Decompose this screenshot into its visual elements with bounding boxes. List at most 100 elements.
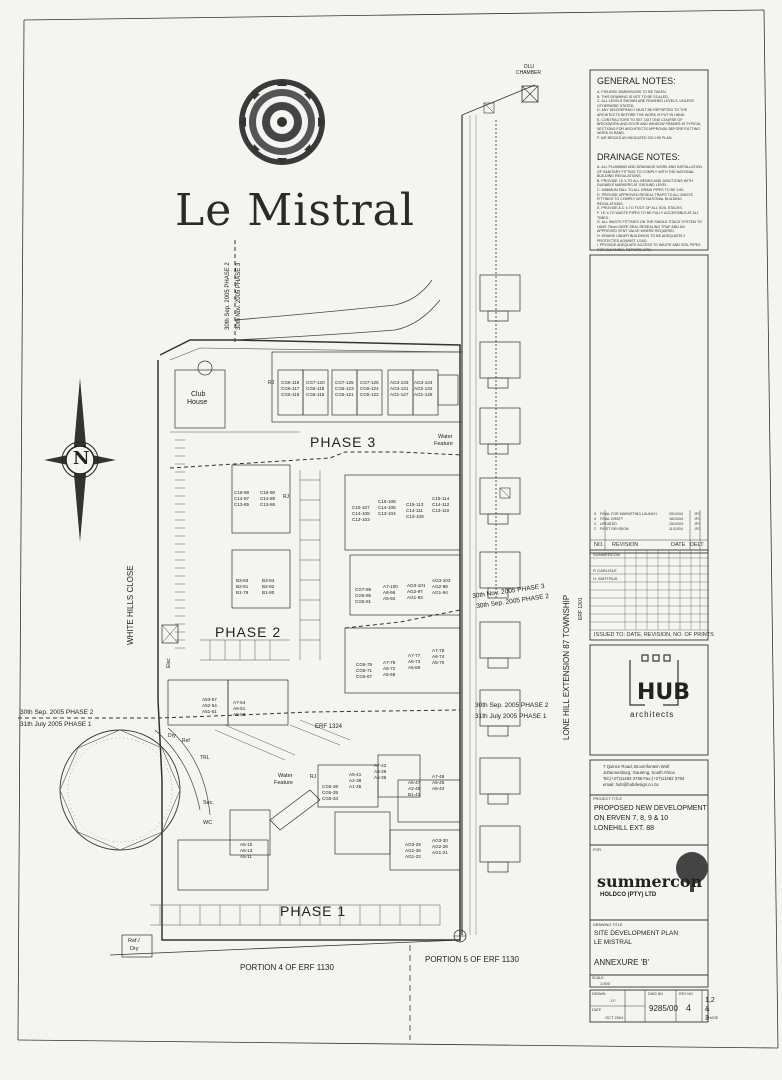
sec-label: Sec.	[203, 800, 215, 806]
project-line-3: LONEHILL EXT. 88	[594, 825, 655, 832]
architect-address: 7 Quince Road, Broomfontein Wolf Johanne…	[603, 764, 685, 787]
issue-row-3: H. WATTRUS	[593, 576, 618, 581]
date-label: DATE	[592, 1008, 602, 1012]
water-feature-top-1: Water	[438, 434, 453, 440]
drawn-label: DRAWN	[592, 992, 606, 996]
architect-logo-text: HUB	[637, 680, 691, 705]
wc-label: WC	[203, 820, 213, 826]
le-mistral-emblem	[239, 79, 325, 165]
scale-label: SCALE	[592, 976, 604, 980]
phase-3-label: PHASE 3	[310, 434, 377, 450]
drawn-value: J.F.	[610, 998, 617, 1003]
drainage-notes-list: A. ALL PLUMBING AND DRAINAGE WORK AND IN…	[597, 165, 702, 252]
ref-dry-label-2: Dry	[130, 946, 139, 952]
general-notes-heading: GENERAL NOTES:	[597, 76, 676, 86]
phase-2-label: PHASE 2	[215, 624, 282, 640]
dry-label: Dry	[168, 733, 176, 739]
revision-col-no: NO.	[594, 542, 604, 548]
architect-logo-sub: architects	[630, 710, 675, 719]
water-feature-top-2: Feature	[434, 441, 453, 447]
phase-1-label: PHASE 1	[280, 903, 347, 919]
ref-dry-label-1: Ref./	[128, 938, 140, 944]
phase-line-right-1: 30th Sep. 2005 PHASE 2	[475, 702, 549, 709]
water-feature-mid-2: Feature	[274, 780, 293, 786]
dlu-chamber-label-1: DLU	[524, 64, 535, 70]
erf-1301-label: ERF 1301	[578, 597, 584, 620]
project-line-2: ON ERVEN 7, 8, 9 & 10	[594, 815, 669, 822]
drawing-line-2: LE MISTRAL	[594, 939, 632, 946]
rev-label: REV NO	[679, 992, 693, 996]
issue-row-1: SUMMERCON	[593, 552, 620, 557]
general-notes-list: A. FIGURED DIMENSIONS TO BE TAKEN. B. TH…	[597, 90, 701, 140]
issue-table-footer: ISSUED TO: DATE, REVISION, NO. OF PRINTS	[594, 632, 714, 638]
revision-col-delt: DELT	[690, 542, 704, 548]
scale-value: 1:500	[600, 981, 611, 986]
phase-line-right-2: 31th July 2005 PHASE 1	[475, 713, 547, 720]
drawing-title-label: DRAWING TITLE	[593, 923, 623, 927]
trl-label: TRL	[200, 755, 210, 761]
phase-line-left-1: 30th Sep. 2005 PHASE 2	[20, 709, 94, 716]
drawing-annexure: ANNEXURE 'B'	[594, 958, 650, 967]
revision-row-4: 2 FIRST REVISION 11/10/04 JFC	[594, 527, 701, 531]
rj-label-p1: RJ	[310, 774, 317, 780]
client-name: summercon	[597, 872, 703, 891]
ref-label: Ref	[182, 738, 190, 744]
lone-hill-label: LONE HILL EXTENSION 87 TOWNSHIP	[562, 594, 571, 740]
rev-value: 4	[686, 1003, 692, 1013]
portion-5-label: PORTION 5 OF ERF 1130	[425, 955, 519, 964]
club-house-label-1: Club	[191, 391, 206, 398]
client-label: FOR	[593, 848, 602, 852]
drawing-line-1: SITE DEVELOPMENT PLAN	[594, 930, 679, 937]
revision-row-1: 5 FINAL FOR MARKETING LAUNCH 29/10/04 JF…	[594, 512, 701, 516]
phase-line-left-2: 31th July 2005 PHASE 1	[20, 721, 92, 728]
compass-north-letter: N	[73, 448, 90, 469]
club-house-label-2: House	[187, 399, 208, 406]
dwg-label: DWG NO	[648, 992, 664, 996]
summercon-tree-graphic	[676, 852, 708, 892]
revision-row-3: 3 UPDATED 15/10/04 JFC	[594, 522, 701, 526]
development-title: Le Mistral	[175, 185, 415, 236]
hub-logo-graphic	[629, 654, 679, 706]
phase-line-top-1: 30th Sep. 2005 PHASE 2	[225, 262, 231, 330]
revision-row-2: 4 FINAL DRAFT 18/10/04 JFC	[594, 517, 701, 521]
portion-4-label: PORTION 4 OF ERF 1130	[240, 963, 334, 972]
dlu-chamber-label-2: CHAMBER	[516, 70, 542, 76]
erf-1324-label: ERF 1324	[315, 724, 343, 730]
phase-line-top-2: 30th Nov. 2005 PHASE 3	[236, 262, 242, 330]
phase-footer-label: PHASE	[706, 1016, 719, 1020]
elec-label: Elec	[166, 658, 172, 668]
revision-col-rev: REVISION	[612, 542, 639, 548]
north-compass	[44, 378, 116, 542]
